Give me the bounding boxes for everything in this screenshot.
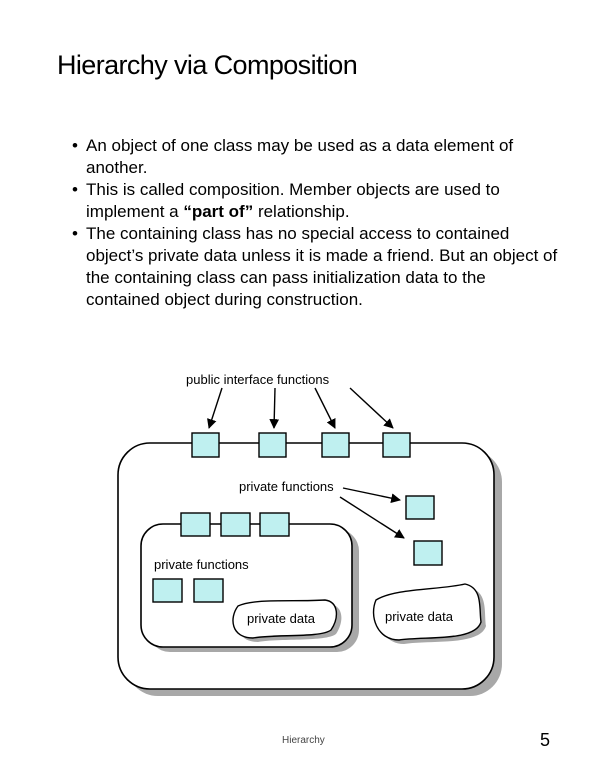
inner-public-function-box [220, 512, 251, 537]
outer-private-functions-label: private functions [239, 479, 334, 494]
outer-private-function-box [413, 540, 443, 566]
inner-public-function-box [259, 512, 290, 537]
bullet-item-2: This is called composition. Member objec… [70, 179, 560, 223]
arrow [342, 487, 401, 503]
public-interface-label: public interface functions [186, 372, 330, 387]
inner-private-data-blob [232, 599, 338, 639]
public-function-box [258, 432, 287, 458]
outer-private-data-blob [372, 583, 482, 641]
inner-public-function-box [180, 512, 211, 537]
footer-text: Hierarchy [282, 735, 325, 746]
inner-private-data-label: private data [247, 611, 316, 626]
bullet-list: An object of one class may be used as a … [70, 135, 560, 311]
arrow [349, 387, 394, 429]
inner-private-functions-label: private functions [154, 557, 249, 572]
public-function-box [382, 432, 411, 458]
bullet-2-prefix: This is called composition. Member objec… [86, 180, 500, 221]
inner-private-function-box [152, 578, 183, 603]
arrow [339, 496, 405, 539]
arrow [269, 387, 280, 429]
bullet-2-suffix: relationship. [253, 202, 350, 221]
slide-title: Hierarchy via Composition [57, 50, 358, 80]
outer-private-data-label: private data [385, 609, 454, 624]
inner-private-function-box [193, 578, 224, 603]
public-function-box [321, 432, 350, 458]
public-function-box [191, 432, 220, 458]
arrow [314, 387, 336, 429]
outer-private-function-box [405, 495, 435, 520]
bullet-2-bold: “part of” [183, 202, 254, 221]
page-number: 5 [540, 730, 551, 750]
bullet-item-1: An object of one class may be used as a … [70, 135, 560, 179]
bullet-item-3: The containing class has no special acce… [70, 223, 560, 311]
arrow [207, 387, 223, 429]
